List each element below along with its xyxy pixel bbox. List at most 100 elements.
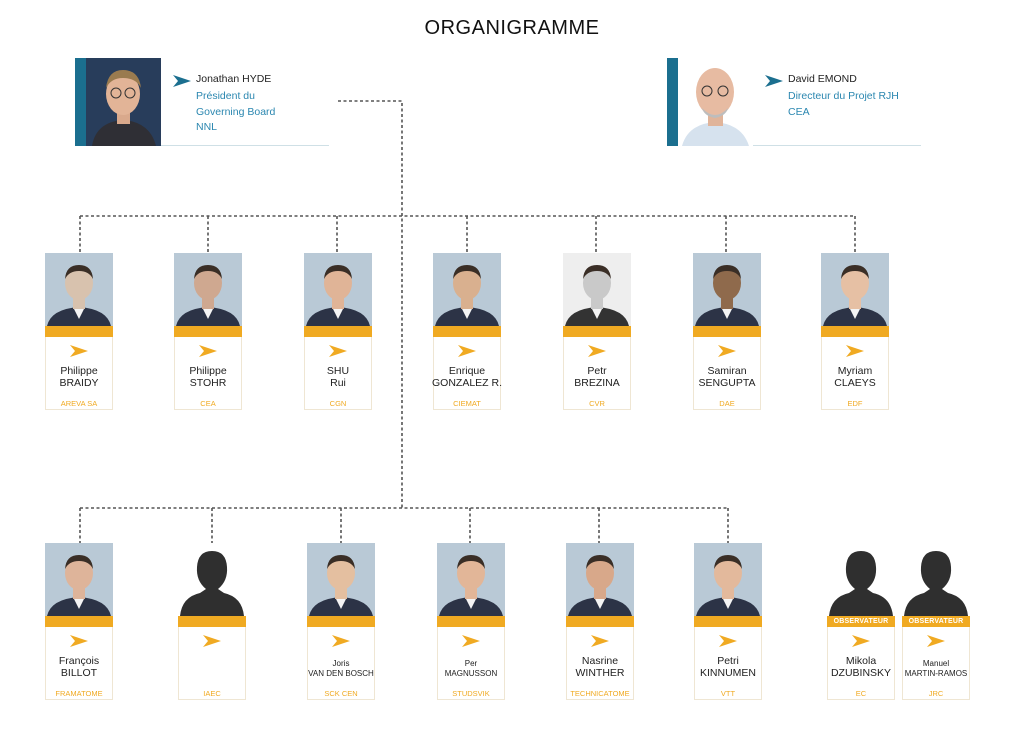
accent-bar [667, 58, 678, 146]
lead-card-hyde: Jonathan HYDE Président du Governing Boa… [75, 58, 335, 148]
portrait-photo [821, 253, 889, 326]
accent-band [563, 326, 631, 337]
portrait-photo [693, 253, 761, 326]
member-organization: CGN [329, 399, 347, 408]
portrait-photo [563, 253, 631, 326]
accent-band [566, 616, 634, 627]
accent-band [304, 326, 372, 337]
accent-band [437, 616, 505, 627]
lead-role: Directeur du Projet RJH CEA [788, 90, 899, 118]
page-title: ORGANIGRAMME [424, 17, 600, 39]
accent-band [45, 616, 113, 627]
silhouette-icon [827, 543, 895, 616]
arrow-icon [203, 635, 221, 647]
lead-name: Jonathan HYDE [196, 73, 272, 85]
accent-band [45, 326, 113, 337]
member-organization: STUDSVIK [452, 689, 490, 698]
arrow-icon [199, 345, 217, 357]
arrow-icon [462, 635, 480, 647]
member-organization: EC [855, 689, 867, 698]
lead-role: Président du Governing Board NNL [196, 90, 276, 133]
portrait-photo [437, 543, 505, 616]
portrait-photo [304, 253, 372, 326]
member-organization: AREVA SA [60, 399, 98, 408]
portrait-photo [307, 543, 375, 616]
arrow-icon [70, 635, 88, 647]
arrow-icon [332, 635, 350, 647]
observer-badge: OBSERVATEUR [908, 618, 964, 625]
arrow-icon [765, 75, 783, 87]
member-organization: TECHNICATOME [570, 689, 630, 698]
accent-band [433, 326, 501, 337]
portrait-photo [433, 253, 501, 326]
accent-band [693, 326, 761, 337]
arrow-icon [719, 635, 737, 647]
portrait-photo [694, 543, 762, 616]
member-organization: SCK CEN [324, 689, 358, 698]
arrow-icon [458, 345, 476, 357]
lead-card-emond: David EMOND Directeur du Projet RJH CEA [667, 58, 927, 148]
portrait-photo [678, 58, 753, 146]
accent-band [174, 326, 242, 337]
silhouette-icon [902, 543, 970, 616]
portrait-photo [45, 253, 113, 326]
member-organization: DAE [719, 399, 735, 408]
accent-band [821, 326, 889, 337]
arrow-icon [718, 345, 736, 357]
portrait-photo [86, 58, 161, 146]
accent-band [178, 616, 246, 627]
arrow-icon [329, 345, 347, 357]
member-organization: CEA [200, 399, 216, 408]
portrait-photo [45, 543, 113, 616]
lead-name: David EMOND [788, 73, 857, 85]
accent-band [307, 616, 375, 627]
member-organization: JRC [928, 689, 944, 698]
arrow-icon [846, 345, 864, 357]
portrait-photo [174, 253, 242, 326]
member-organization: VTT [720, 689, 736, 698]
arrow-icon [70, 345, 88, 357]
observer-badge: OBSERVATEUR [833, 618, 889, 625]
accent-band: OBSERVATEUR [902, 616, 970, 627]
arrow-icon [591, 635, 609, 647]
portrait-photo [566, 543, 634, 616]
member-organization: IAEC [203, 689, 221, 698]
accent-band: OBSERVATEUR [827, 616, 895, 627]
silhouette-icon [178, 543, 246, 616]
member-organization: CIEMAT [453, 399, 481, 408]
member-organization: EDF [847, 399, 863, 408]
accent-band [694, 616, 762, 627]
accent-bar [75, 58, 86, 146]
arrow-icon [852, 635, 870, 647]
member-organization: CVR [589, 399, 605, 408]
member-organization: FRAMATOME [55, 689, 103, 698]
